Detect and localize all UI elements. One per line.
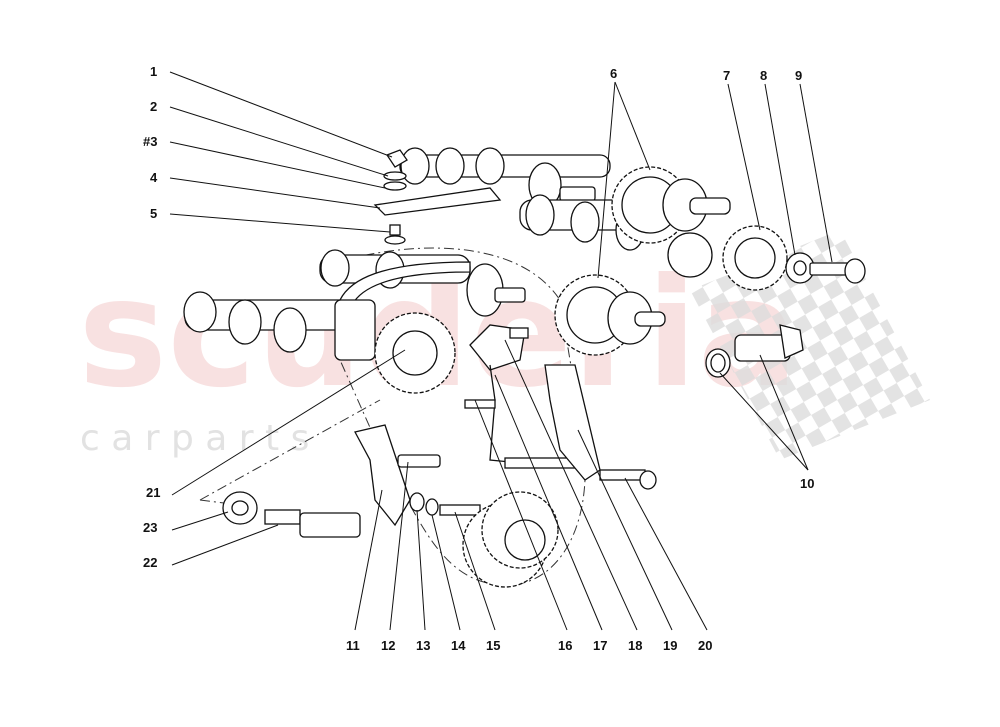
callout-21: 21: [146, 485, 160, 500]
crank-sprockets: [462, 491, 559, 588]
callout-13: 13: [416, 638, 430, 653]
callout-15: 15: [486, 638, 500, 653]
dash-leader-23: [199, 499, 241, 506]
callout-3: #3: [143, 134, 157, 149]
callout-17: 17: [593, 638, 607, 653]
sprocket-7: [722, 225, 788, 291]
callout-18: 18: [628, 638, 642, 653]
callout-14: 14: [451, 638, 466, 653]
callout-23: 23: [143, 520, 157, 535]
callout-19: 19: [663, 638, 677, 653]
washer-13: [409, 492, 425, 512]
callout-5: 5: [150, 206, 157, 221]
callout-10: 10: [800, 476, 814, 491]
callout-12: 12: [381, 638, 395, 653]
chain-tensioner: [464, 324, 586, 469]
chain-path-outline: [339, 247, 586, 586]
washer-8: [785, 252, 815, 284]
bolt-9: [809, 258, 866, 284]
callout-8: 8: [760, 68, 767, 83]
bolt-15: [439, 504, 481, 516]
variator-sprocket-upper: [611, 166, 731, 278]
callout-20: 20: [698, 638, 712, 653]
callout-22: 22: [143, 555, 157, 570]
callout-7: 7: [723, 68, 730, 83]
callout-9: 9: [795, 68, 802, 83]
washer-23: [222, 491, 258, 525]
variator-sprocket-lower: [554, 274, 666, 356]
sprocket-21: [374, 312, 456, 394]
chain-guide-19: [544, 364, 601, 481]
stud-22: [264, 509, 361, 538]
callout-16: 16: [558, 638, 572, 653]
dash-leader-21: [199, 399, 381, 501]
bolt-20: [599, 469, 657, 490]
callout-1: 1: [150, 64, 157, 79]
bolt-group-1-5: [373, 149, 502, 245]
leader-lines: [169, 71, 833, 631]
plug-10: [705, 324, 804, 378]
washer-14: [425, 498, 439, 516]
callout-6: 6: [610, 66, 617, 81]
watermark-sub-text: c a r p a r t s: [80, 418, 309, 459]
timing-chain: [334, 261, 471, 361]
callout-2: 2: [150, 99, 157, 114]
callout-4: 4: [150, 170, 158, 185]
callout-11: 11: [346, 638, 360, 653]
callout-labels: 1 2 #3 4 5 6 7 8 9 10 11 12 13 14 15 16 …: [143, 64, 814, 653]
